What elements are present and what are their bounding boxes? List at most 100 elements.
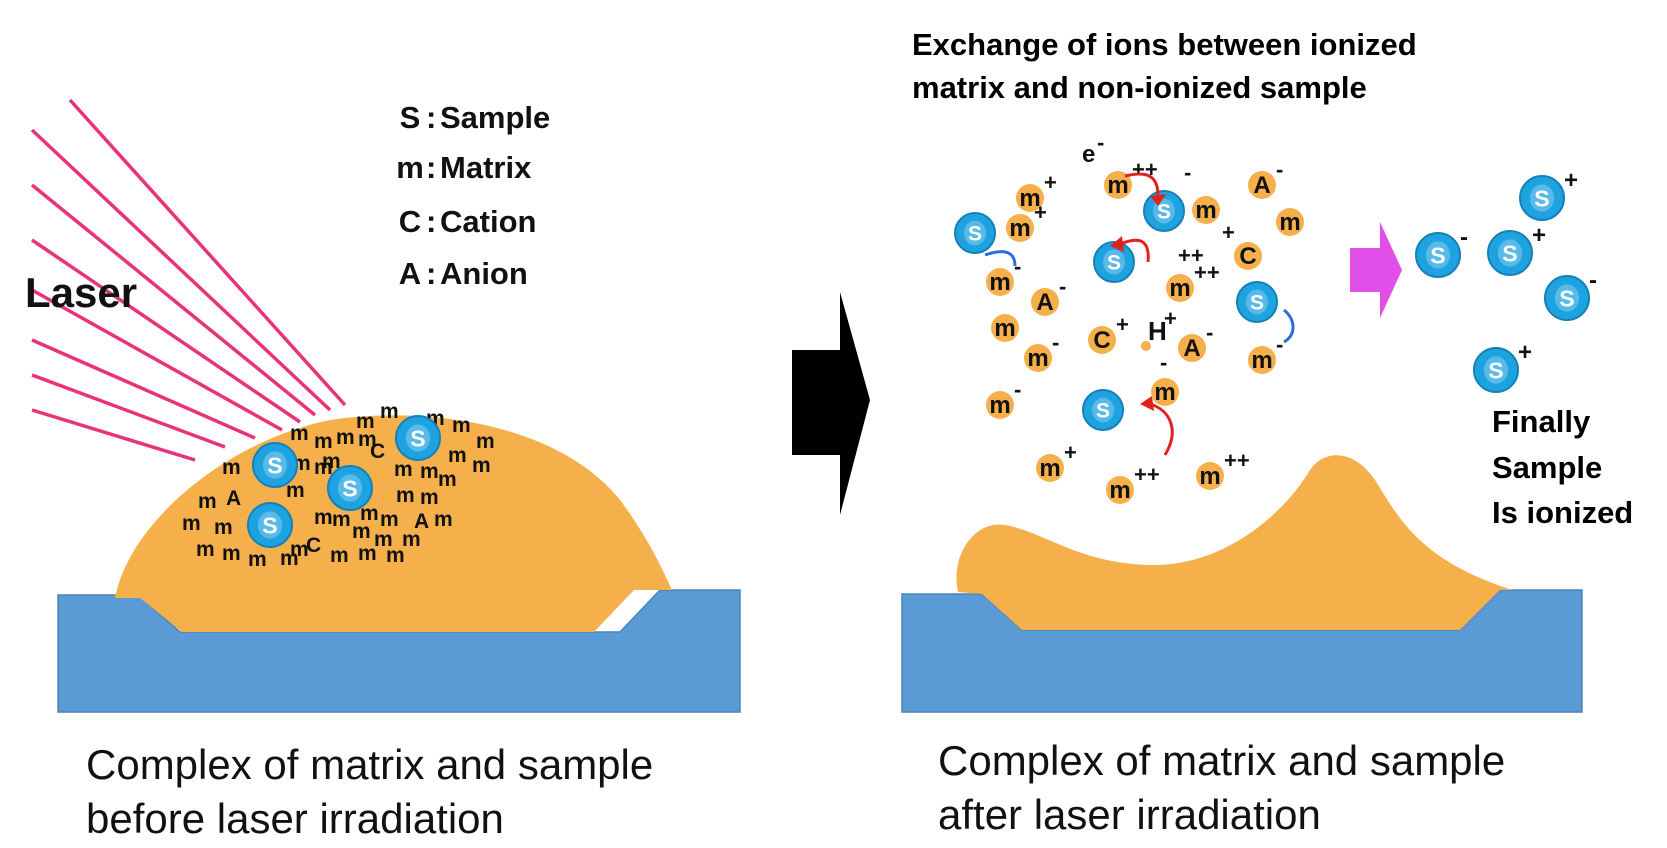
sample-letter: S xyxy=(1534,185,1549,211)
matrix-letter: m xyxy=(358,542,377,565)
cation: C xyxy=(1234,242,1262,270)
ionized-sample: S+ xyxy=(1473,339,1532,393)
sample-letter: S xyxy=(1157,201,1171,224)
matrix-ion: m++ xyxy=(1166,260,1220,302)
anion: A- xyxy=(1178,320,1213,362)
matrix-ion-charge: + xyxy=(1044,170,1057,195)
anion-letter: A xyxy=(1036,289,1053,316)
matrix-ion: m++ xyxy=(1196,448,1250,490)
matrix-letter: m xyxy=(222,456,241,479)
matrix-letter: m xyxy=(472,454,491,477)
exchange-title-line-1: Exchange of ions between ionized xyxy=(912,27,1417,62)
matrix-letter: m xyxy=(336,426,355,449)
anion: A- xyxy=(1031,274,1066,316)
matrix-letter: m xyxy=(358,428,377,451)
matrix-letter: m xyxy=(356,410,375,433)
final-note-line-2: Sample xyxy=(1492,450,1602,485)
exchange-arrow xyxy=(984,250,1017,267)
matrix-ion-charge: - xyxy=(1014,377,1021,402)
sample-particle: S xyxy=(1236,281,1278,323)
matrix-letter: m xyxy=(452,414,471,437)
sample-letter: S xyxy=(1096,400,1110,423)
matrix-ion: m+ xyxy=(1036,440,1077,482)
legend-colon: : xyxy=(426,150,436,185)
legend-label-sample: Sample xyxy=(440,100,550,135)
exchange-arrow xyxy=(1119,238,1150,263)
matrix-letter: m xyxy=(196,538,215,561)
sample-letter: S xyxy=(1107,252,1121,275)
matrix-letter: m xyxy=(290,422,309,445)
matrix-ion-letter: m xyxy=(1169,275,1190,302)
legend-colon: : xyxy=(426,100,436,135)
matrix-ion: m++ xyxy=(1104,157,1158,199)
matrix-ion-letter: m xyxy=(1027,345,1048,372)
matrix-particle-letter: m xyxy=(1279,209,1300,236)
matrix-letter: m xyxy=(198,490,217,513)
matrix-letter: m xyxy=(396,484,415,507)
anion-letter: A xyxy=(226,487,241,510)
sample-particle: S xyxy=(954,212,996,254)
legend-symbol-matrix: m xyxy=(396,150,424,185)
anion-letter: A xyxy=(1253,172,1270,199)
double-plus-charge: ++ xyxy=(1178,243,1204,268)
sample-letter: S xyxy=(1502,240,1517,266)
matrix-particle-letter: m xyxy=(1195,197,1216,224)
matrix-letter: m xyxy=(374,528,393,551)
ionization-result-arrow xyxy=(1350,222,1402,318)
sample-letter: S xyxy=(342,475,357,501)
matrix-ion-letter: m xyxy=(1251,347,1272,374)
sample-particle: S xyxy=(1093,241,1135,283)
matrix-ion-letter: m xyxy=(989,269,1010,296)
matrix-letter: m xyxy=(380,400,399,423)
matrix-ion-letter: m xyxy=(1009,215,1030,242)
matrix-particle-letter: m xyxy=(1154,379,1175,406)
arrowhead xyxy=(1150,194,1166,206)
matrix-letter: m xyxy=(248,548,267,571)
plus-charge: + xyxy=(1222,220,1235,245)
matrix-ion: m++ xyxy=(1106,462,1160,504)
matrix-ion-charge: + xyxy=(1034,200,1047,225)
proton-dot xyxy=(1141,341,1151,351)
matrix-letter: m xyxy=(476,430,495,453)
ionized-sample-charge: + xyxy=(1518,339,1532,366)
cation-letter: C xyxy=(1239,243,1256,270)
matrix-ion-charge: - xyxy=(1014,254,1021,279)
electron-charge: - xyxy=(1097,130,1104,155)
matrix-ion-charge: ++ xyxy=(1134,462,1160,487)
matrix-ion: m- xyxy=(1248,332,1283,374)
exchange-arrow xyxy=(1282,308,1295,344)
electron-letter: e xyxy=(1082,141,1095,168)
matrix-ion-charge: - xyxy=(1276,332,1283,357)
laser-label: Laser xyxy=(25,269,137,316)
sample-letter: S xyxy=(262,512,277,538)
legend-symbol-anion: A xyxy=(399,256,421,291)
transition-arrow xyxy=(792,292,870,515)
matrix-letter: m xyxy=(394,458,413,481)
matrix-letter: m xyxy=(314,456,333,479)
legend-label-anion: Anion xyxy=(440,256,528,291)
matrix-ion-charge: ++ xyxy=(1194,260,1220,285)
matrix-ion: m- xyxy=(1024,330,1059,372)
matrix-letter: m xyxy=(314,506,333,529)
sample-letter: S xyxy=(968,223,982,246)
ionized-sample-charge: + xyxy=(1532,222,1546,249)
matrix-ion: m+ xyxy=(1016,170,1057,212)
legend-colon: : xyxy=(426,204,436,239)
before-panel: Laser S : Sample m : Matrix C : Cation A… xyxy=(25,98,741,713)
cation-letter: C xyxy=(370,440,385,463)
matrix-ion-letter: m xyxy=(1199,463,1220,490)
laser-beams xyxy=(30,98,347,462)
exchange-title-line-2: matrix and non-ionized sample xyxy=(912,70,1367,105)
anion: A- xyxy=(1248,157,1283,199)
matrix-letter: m xyxy=(290,538,309,561)
matrix-droplet-after xyxy=(956,455,1512,630)
proton-charge: + xyxy=(1164,306,1177,331)
sample-letter: S xyxy=(1559,285,1574,311)
cation: C+ xyxy=(1088,312,1129,354)
droplet-particle-letters: mmmmmmmmmCmmmmmmmmmmmmmmAAmmmmmmmmmmmmmm… xyxy=(182,400,495,571)
exchange-arrow xyxy=(1149,402,1174,456)
matrix-ion-letter: m xyxy=(1109,477,1130,504)
sample-particle: S xyxy=(1082,389,1124,431)
ionized-sample: S+ xyxy=(1519,167,1578,221)
